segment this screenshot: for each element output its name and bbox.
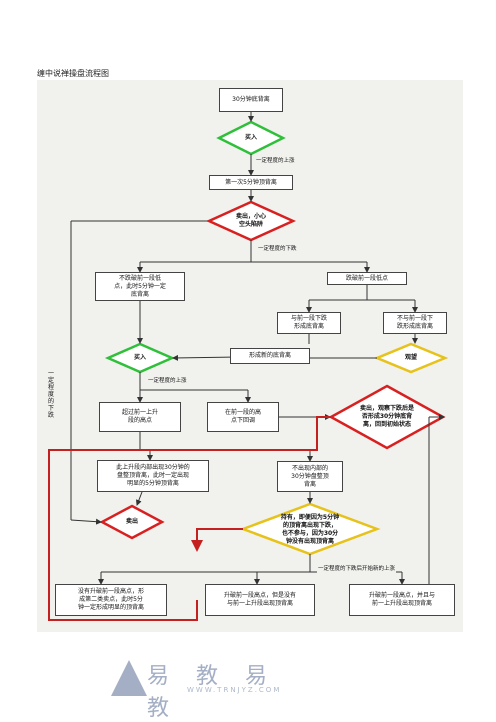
node-not-break-low: 不跌破前一段低 点，此时5分钟一定 底背离: [95, 272, 185, 301]
node-buy-2: 买入: [133, 354, 146, 361]
node-30min-bottom-divergence: 30分钟底背离: [219, 88, 283, 112]
node-below-previous-high: 在前一段的高 点下回调: [207, 402, 279, 432]
watermark-triangle-icon: [111, 660, 147, 696]
sell-diamond-2: [99, 504, 165, 540]
node-no-bottom-divergence: 不与前一段下 跌形成底背离: [383, 312, 447, 334]
watermark-logo: 易 教 易 教 WWW.TRNJYZ.COM: [109, 658, 299, 721]
node-watch: 观望: [404, 354, 417, 361]
node-new-bottom-divergence: 形成新的底背离: [230, 348, 310, 364]
node-30min-top-divergence: 此上升段内部出现30分钟的 盘整顶背离，此时一定出现 明显的5分钟顶背离: [97, 460, 209, 492]
edge-label-fall-vertical: 一定程度的下跌: [47, 370, 55, 419]
node-exceed-previous-high: 超过前一上升 段的高点: [99, 402, 181, 432]
node-sell-watch: 卖出，观察下跌后是 否形成30分钟底背 离，回到初始状态: [359, 405, 414, 428]
node-no-break-previous-high: 没有升破前一段高点，形 成第二类卖点，此时5分 钟一定形成明显的顶背离: [55, 584, 167, 616]
node-buy-1: 买入: [244, 134, 257, 141]
node-break-high-with-divergence: 升破前一段高点，并且与 前一上升段出现顶背离: [349, 584, 455, 616]
watch-diamond: [373, 342, 449, 374]
edge-label-fall-then-rise: 一定程度的下跌后开始新的上涨: [317, 566, 397, 573]
node-sell-bull-trap: 卖出，小心 空头陷阱: [235, 213, 266, 228]
node-break-low: 跌破前一段低点: [327, 272, 407, 285]
edge-label-rise-1: 一定程度的上涨: [255, 158, 296, 165]
flowchart: 30分钟底背离 买入 第一次5分钟顶背离 卖出，小心 空头陷阱 不跌破前一段低 …: [37, 80, 463, 721]
watermark-text: 易 教 易 教: [147, 664, 277, 721]
node-break-high-no-divergence: 升破前一段高点，但是没有 与前一上升段出现顶背离: [205, 584, 315, 616]
node-bottom-divergence: 与前一段下跌 形成底背离: [277, 312, 341, 334]
watermark-url: WWW.TRNJYZ.COM: [187, 686, 282, 694]
node-hold: 持有，即便因为5分钟 的顶背离出现下跌， 也不参与，因为30分 钟没有出现顶背离: [280, 514, 340, 545]
flowchart-connectors: [48, 112, 449, 621]
node-sell-2: 卖出: [125, 518, 138, 525]
edge-label-rise-2: 一定程度的上涨: [147, 378, 188, 385]
sell-watch-diamond: [328, 384, 446, 450]
edge-label-fall-1: 一定程度的下跌: [257, 246, 298, 253]
page-heading: 缠中说禅操盘流程图: [37, 69, 109, 78]
node-first-5min-top-divergence: 第一次5分钟顶背离: [209, 175, 293, 190]
node-no-30min-top-divergence: 不出现内部的 30分钟盘整顶 背离: [277, 461, 343, 492]
